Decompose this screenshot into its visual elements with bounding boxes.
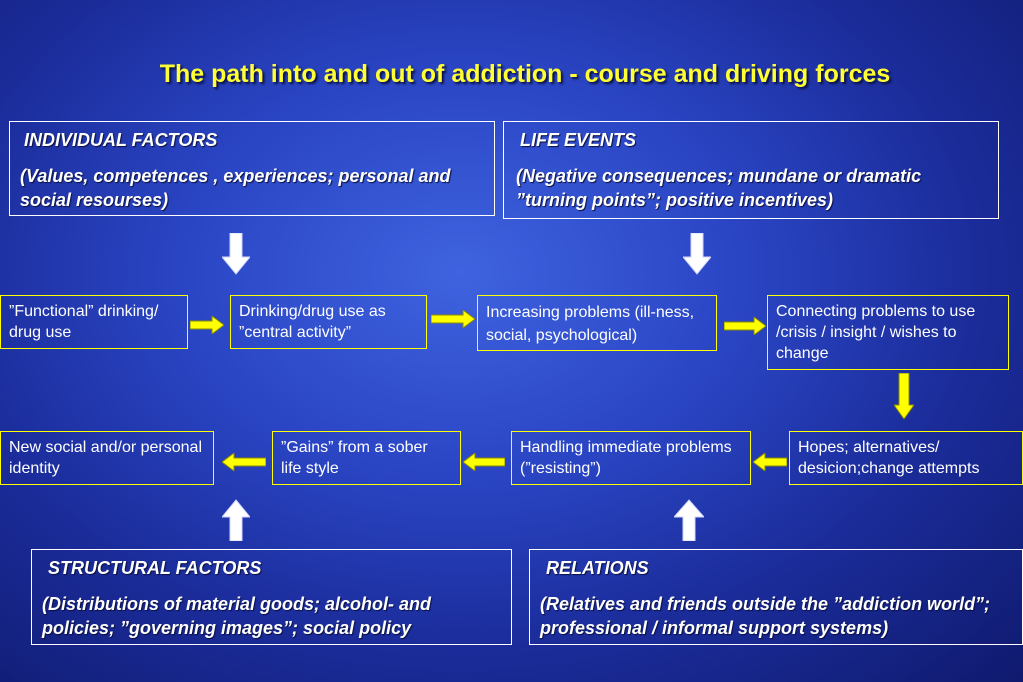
life-events-heading: LIFE EVENTS [520, 130, 637, 150]
up-arrow-icon [674, 499, 704, 541]
structural-factors-detail: (Distributions of material goods; alcoho… [42, 594, 432, 638]
stage-central-activity: Drinking/drug use as ”central activity” [230, 295, 427, 349]
relations-detail: (Relatives and friends outside the ”addi… [540, 594, 991, 638]
life-events-detail: (Negative consequences; mundane or drama… [516, 166, 922, 210]
individual-factors-detail: (Values, competences , experiences; pers… [20, 166, 451, 210]
right-arrow-icon [431, 310, 475, 328]
life-events-box: LIFE EVENTS (Negative consequences; mund… [503, 121, 999, 219]
individual-factors-heading: INDIVIDUAL FACTORS [24, 130, 218, 150]
left-arrow-icon [222, 453, 266, 471]
stage-increasing-problems: Increasing problems (ill-ness, social, p… [477, 295, 717, 351]
up-arrow-icon [222, 499, 250, 541]
down-arrow-icon [222, 233, 250, 275]
relations-box: RELATIONS (Relatives and friends outside… [529, 549, 1023, 645]
left-arrow-icon [463, 453, 505, 471]
stage-sober-gains: ”Gains” from a sober life style [272, 431, 461, 485]
structural-factors-box: STRUCTURAL FACTORS (Distributions of mat… [31, 549, 512, 645]
stage-connecting-problems: Connecting problems to use /crisis / ins… [767, 295, 1009, 370]
stage-hopes-attempts: Hopes; alternatives/ desicion;change att… [789, 431, 1023, 485]
stage-handling-problems: Handling immediate problems (”resisting”… [511, 431, 751, 485]
right-arrow-icon [190, 316, 224, 334]
left-arrow-icon [753, 453, 787, 471]
relations-heading: RELATIONS [546, 558, 649, 578]
page-title: The path into and out of addiction - cou… [159, 60, 891, 88]
down-arrow-icon [683, 233, 711, 275]
stage-functional-use: ”Functional” drinking/ drug use [0, 295, 188, 349]
individual-factors-box: INDIVIDUAL FACTORS (Values, competences … [9, 121, 495, 216]
stage-new-identity: New social and/or personal identity [0, 431, 214, 485]
structural-factors-heading: STRUCTURAL FACTORS [48, 558, 262, 578]
right-arrow-icon [724, 317, 766, 335]
down-arrow-icon [894, 373, 914, 419]
